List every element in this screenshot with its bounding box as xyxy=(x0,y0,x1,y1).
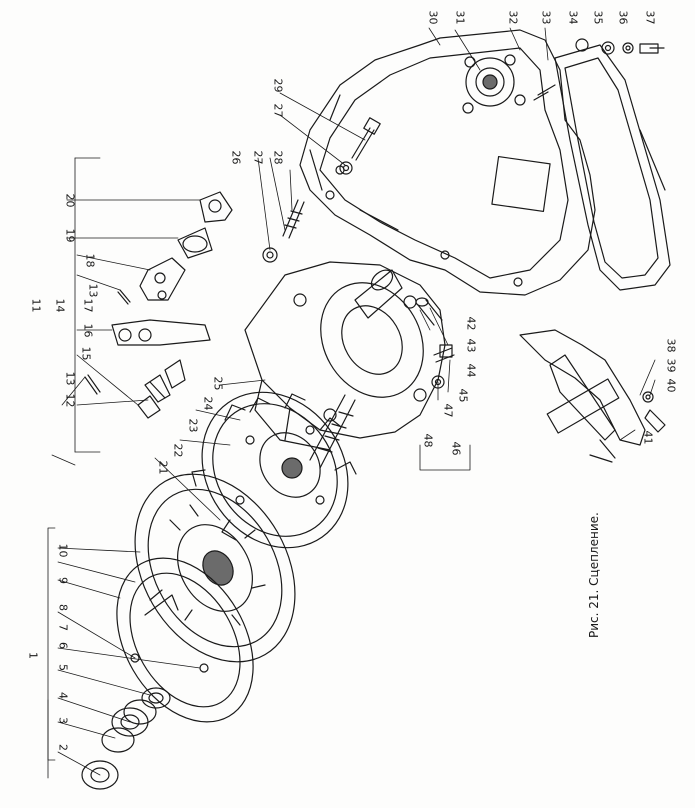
callout-34: 34 xyxy=(566,10,580,25)
housing-cover-plate xyxy=(554,44,671,291)
callout-13-upper: 13 xyxy=(86,283,100,298)
callout-18: 18 xyxy=(83,253,97,268)
callout-6: 6 xyxy=(56,642,70,649)
callout-33: 33 xyxy=(539,10,553,25)
callout-31: 31 xyxy=(453,10,467,25)
callout-28: 28 xyxy=(271,150,285,165)
flywheel-disc xyxy=(116,557,254,723)
pressure-plate-housing xyxy=(244,261,446,451)
pressure-plate-assembly xyxy=(191,391,357,549)
release-bracket xyxy=(519,329,666,463)
release-lever-set xyxy=(84,191,233,419)
callout-22: 22 xyxy=(171,443,185,458)
callout-15: 15 xyxy=(79,346,93,361)
callout-41: 41 xyxy=(641,430,655,445)
callout-9: 9 xyxy=(56,577,70,584)
callout-25: 25 xyxy=(211,376,225,391)
input-shaft-parts xyxy=(81,653,209,790)
callout-7: 7 xyxy=(56,624,70,631)
callout-27-lower: 27 xyxy=(251,150,265,165)
callout-46: 46 xyxy=(449,441,463,456)
callout-2: 2 xyxy=(56,744,70,751)
callout-32: 32 xyxy=(506,10,520,25)
callout-37: 37 xyxy=(643,10,657,25)
callout-38: 38 xyxy=(664,338,678,353)
callout-3: 3 xyxy=(56,717,70,724)
top-fasteners xyxy=(533,38,665,101)
callout-27-upper: 27 xyxy=(271,103,285,118)
callout-13-lower: 13 xyxy=(63,371,77,386)
callout-20: 20 xyxy=(63,193,77,208)
callout-17: 17 xyxy=(81,298,95,313)
housing-bolts xyxy=(262,117,381,263)
callout-4: 4 xyxy=(56,692,70,699)
leader-lines xyxy=(47,27,656,779)
callout-23: 23 xyxy=(186,418,200,433)
driven-disc xyxy=(134,473,296,663)
callout-48: 48 xyxy=(421,433,435,448)
callout-39: 39 xyxy=(664,358,678,373)
carrier-fasteners xyxy=(415,297,455,389)
callout-10: 10 xyxy=(56,543,70,558)
callout-42: 42 xyxy=(464,316,478,331)
callout-8: 8 xyxy=(56,604,70,611)
callout-40: 40 xyxy=(664,378,678,393)
callout-16: 16 xyxy=(81,323,95,338)
figure-caption: Рис. 21. Сцепление. xyxy=(587,512,601,638)
callout-30: 30 xyxy=(426,10,440,25)
callout-12: 12 xyxy=(63,393,77,408)
callout-5: 5 xyxy=(56,664,70,671)
callout-29: 29 xyxy=(271,78,285,93)
callout-11: 11 xyxy=(29,298,43,313)
callout-14: 14 xyxy=(53,298,67,313)
callout-44: 44 xyxy=(464,363,478,378)
callout-19: 19 xyxy=(63,228,77,243)
clutch-housing xyxy=(299,29,596,296)
callout-47: 47 xyxy=(441,403,455,418)
callout-45: 45 xyxy=(456,388,470,403)
callout-26: 26 xyxy=(229,150,243,165)
callout-1: 1 xyxy=(26,652,40,659)
callout-21: 21 xyxy=(156,460,170,475)
callout-36: 36 xyxy=(616,10,630,25)
callout-24: 24 xyxy=(201,396,215,411)
callout-35: 35 xyxy=(591,10,605,25)
callout-43: 43 xyxy=(464,338,478,353)
